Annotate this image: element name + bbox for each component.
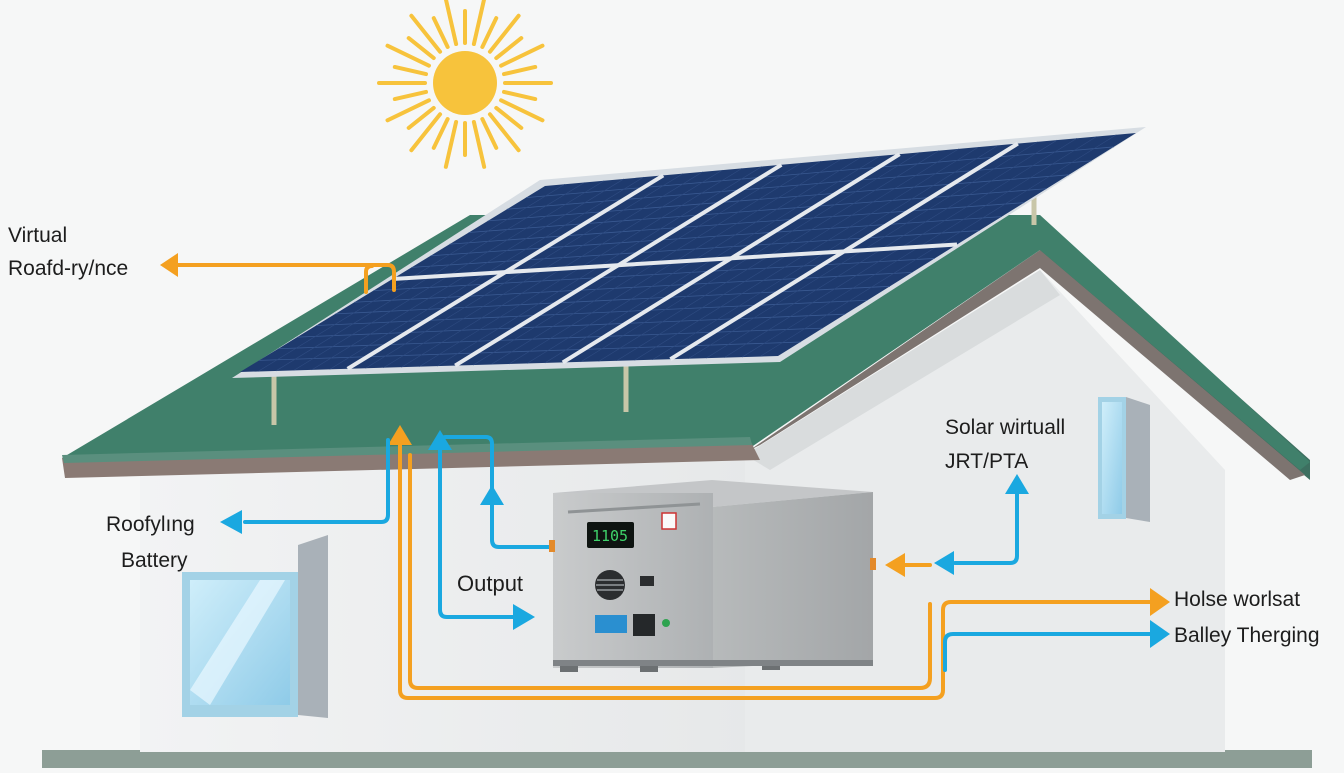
orange-arrowhead-up bbox=[388, 425, 412, 445]
window-right-glass bbox=[1102, 402, 1122, 514]
window-right-frame-side bbox=[1126, 397, 1150, 522]
orange-arrowhead-to-unit bbox=[885, 553, 905, 577]
blue-arrowhead-roofing bbox=[220, 510, 242, 534]
ground bbox=[42, 750, 1312, 768]
unit-port-left bbox=[549, 540, 555, 552]
sun-icon bbox=[377, 0, 553, 169]
blue-arrowhead-solar-up bbox=[1005, 474, 1029, 494]
fan-grille-icon bbox=[595, 570, 625, 600]
sun-ray bbox=[499, 43, 545, 68]
sun-ray bbox=[385, 43, 431, 68]
sun-ray bbox=[409, 112, 443, 153]
panel-module-row-divider bbox=[392, 242, 958, 281]
label-virtual: Virtual bbox=[8, 224, 68, 247]
blue-arrowhead-up-mid bbox=[480, 485, 504, 505]
unit-front bbox=[553, 493, 713, 668]
sun-rays bbox=[377, 0, 553, 169]
sun-ray bbox=[501, 89, 538, 102]
orange-inner-loop bbox=[408, 453, 932, 690]
sun-ray bbox=[487, 112, 521, 153]
blue-line-output bbox=[438, 448, 517, 619]
unit-label-blue bbox=[595, 615, 627, 633]
unit-front-seam bbox=[567, 502, 701, 514]
sun-ray bbox=[406, 36, 436, 61]
blue-line-unit-input bbox=[490, 498, 554, 549]
unit-foot-mid bbox=[640, 662, 658, 672]
sun-ray bbox=[501, 64, 538, 77]
warning-sticker-icon bbox=[661, 512, 677, 530]
sun-disc bbox=[433, 51, 497, 115]
window-left-frame-side bbox=[298, 535, 328, 718]
panel-module-col-divider bbox=[454, 163, 783, 368]
battery-inverter-unit: 1105 bbox=[549, 480, 876, 672]
unit-port-right bbox=[870, 558, 876, 570]
label-solar-wirtuall: Solar wirtuall bbox=[945, 416, 1066, 439]
sun-ray bbox=[471, 119, 487, 169]
blue-arrowhead-output bbox=[513, 604, 535, 630]
window-left-glare bbox=[190, 580, 285, 705]
unit-indicator bbox=[640, 576, 654, 586]
label-balley-therging: Balley Therging bbox=[1174, 624, 1320, 647]
panel-module-col-divider bbox=[346, 173, 665, 371]
sun-ray bbox=[480, 117, 499, 150]
label-roafd-rynce: Roafd-ry/nce bbox=[8, 257, 129, 280]
sun-ray bbox=[494, 105, 524, 130]
unit-display-readout: 1105 bbox=[592, 527, 628, 545]
sun-ray bbox=[487, 13, 521, 54]
sun-ray bbox=[499, 98, 545, 123]
orange-arrowhead-left-top bbox=[160, 253, 178, 277]
sun-ray bbox=[443, 119, 459, 169]
blue-line-solar bbox=[953, 488, 1019, 565]
blue-line-battery-charging bbox=[943, 632, 1157, 672]
orange-main-loop bbox=[398, 438, 1157, 700]
label-output: Output bbox=[457, 571, 524, 596]
orange-line-to-virtual bbox=[173, 263, 396, 292]
orange-arrowhead-house-output bbox=[1150, 588, 1170, 616]
window-left bbox=[182, 535, 328, 718]
unit-label-dark bbox=[633, 614, 655, 636]
label-holse-worlsat: Holse worlsat bbox=[1174, 588, 1301, 611]
sun-ray bbox=[409, 13, 443, 54]
panel-module-col-divider bbox=[669, 141, 1019, 361]
unit-foot-left bbox=[560, 662, 578, 672]
sun-ray bbox=[480, 16, 499, 49]
roof-fascia-top bbox=[62, 437, 752, 463]
blue-line-roofing bbox=[243, 438, 390, 524]
unit-side bbox=[712, 492, 873, 668]
sun-ray bbox=[406, 105, 436, 130]
unit-base bbox=[553, 660, 873, 666]
sun-ray bbox=[494, 36, 524, 61]
window-right bbox=[1098, 397, 1150, 522]
house-gable-shadow bbox=[745, 270, 1060, 470]
sun-ray bbox=[471, 0, 486, 47]
panel-cell-grid bbox=[257, 134, 1117, 372]
label-battery: Battery bbox=[121, 549, 188, 572]
blue-arrowhead-solar-left bbox=[934, 551, 954, 575]
panel-module-col-divider bbox=[561, 152, 901, 365]
unit-display bbox=[587, 522, 634, 548]
solar-panel-array bbox=[232, 127, 1146, 425]
label-jrt-pta: JRT/PTA bbox=[945, 450, 1029, 473]
flow-lines bbox=[160, 253, 1170, 700]
sun-ray bbox=[431, 16, 450, 49]
orange-line-roof-hook bbox=[364, 264, 374, 294]
blue-arrowhead-battery-charging bbox=[1150, 620, 1170, 648]
label-roofylng: Roofylıng bbox=[106, 513, 195, 536]
sun-ray bbox=[385, 98, 431, 123]
sun-ray bbox=[392, 89, 429, 102]
sun-ray bbox=[392, 64, 429, 77]
sun-ray bbox=[431, 117, 450, 150]
panel-glass bbox=[240, 133, 1136, 372]
sun-ray bbox=[444, 0, 459, 47]
unit-status-led bbox=[662, 619, 670, 627]
blue-loop-top bbox=[438, 435, 494, 502]
